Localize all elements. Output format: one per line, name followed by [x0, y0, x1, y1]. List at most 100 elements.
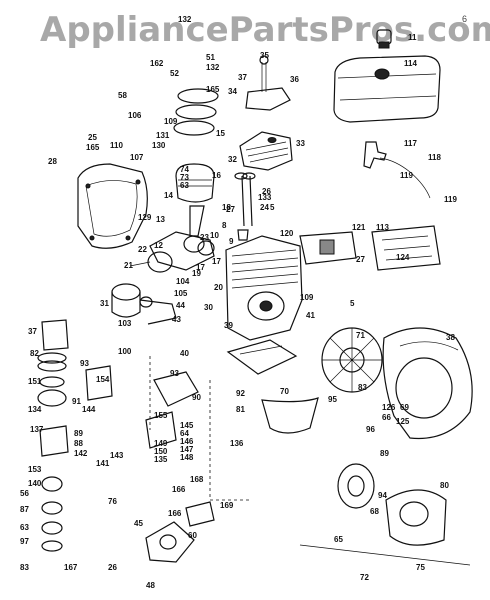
part-number-label: 73 [180, 173, 189, 182]
part-number-label: 22 [138, 245, 147, 254]
part-number-label: 60 [188, 531, 197, 540]
part-number-label: 143 [110, 451, 124, 460]
part-number-label: 35 [260, 51, 269, 60]
part-number-label: 96 [366, 425, 375, 434]
part-number-label: 66 [382, 413, 391, 422]
part-number-label: 146 [180, 437, 194, 446]
part-number-label: 12 [154, 241, 163, 250]
part-number-label: 103 [118, 319, 132, 328]
part-number-label: 28 [48, 157, 57, 166]
part-number-label: 8 [222, 221, 227, 230]
starter-housing [385, 489, 447, 546]
part-number-label: 151 [28, 377, 42, 386]
part-number-label: 43 [172, 315, 181, 324]
gasket-120 [299, 231, 357, 265]
part-number-label: 83 [358, 383, 367, 392]
part-number-label: 109 [300, 293, 314, 302]
part-number-label: 31 [100, 299, 109, 308]
part-number-label: 100 [118, 347, 132, 356]
part-number-label: 38 [446, 333, 455, 342]
part-number-label: 82 [30, 349, 39, 358]
part-number-label: 144 [82, 405, 96, 414]
part-number-label: 48 [146, 581, 155, 590]
part-number-label: 114 [404, 59, 417, 68]
part-number-label: 94 [378, 491, 387, 500]
part-number-label: 51 [206, 53, 215, 62]
part-number-label: 110 [110, 141, 123, 150]
air-filter [37, 319, 69, 457]
part-number-label: 133 [258, 193, 272, 202]
part-number-label: 165 [206, 85, 220, 94]
part-number-label: 113 [376, 223, 389, 232]
part-number-label: 65 [334, 535, 343, 544]
part-number-label: 125 [396, 417, 410, 426]
part-number-label: 52 [170, 69, 179, 78]
part-number-label: 33 [296, 139, 305, 148]
part-number-label: 44 [176, 301, 185, 310]
part-number-label: 91 [72, 397, 81, 406]
governor-parts [85, 356, 250, 501]
fuel-cap [376, 29, 392, 49]
part-number-label: 140 [28, 479, 42, 488]
part-number-label: 71 [356, 331, 365, 340]
part-number-label: 45 [134, 519, 143, 528]
part-number-label: 109 [164, 117, 178, 126]
part-number-label: 155 [154, 411, 168, 420]
part-number-label: 136 [230, 439, 244, 448]
part-number-label: 34 [228, 87, 237, 96]
part-number-label: 20 [214, 283, 223, 292]
cylinder-head [239, 131, 293, 171]
part-number-label: 162 [150, 59, 164, 68]
part-number-label: 145 [180, 421, 194, 430]
part-number-label: 26 [108, 563, 117, 572]
part-number-label: 75 [416, 563, 425, 572]
watermark: AppliancePartsPros.com [40, 10, 490, 50]
part-number-label: 63 [20, 523, 29, 532]
corner-mark: 6 [462, 14, 468, 24]
part-number-label: 14 [164, 191, 173, 200]
part-number-label: 137 [30, 425, 44, 434]
fuel-valve [363, 141, 431, 199]
part-number-label: 89 [380, 449, 389, 458]
part-number-label: 76 [108, 497, 117, 506]
part-number-label: 69 [400, 403, 409, 412]
part-number-label: 126 [382, 403, 396, 412]
part-number-label: 9 [229, 237, 234, 246]
shroud-64 [261, 397, 319, 434]
base-line [299, 544, 471, 566]
part-number-label: 64 [180, 429, 189, 438]
part-number-label: 40 [180, 349, 189, 358]
flywheel [321, 327, 383, 393]
part-number-label: 27 [226, 205, 235, 214]
part-number-label: 87 [20, 505, 29, 514]
part-number-label: 92 [236, 389, 245, 398]
part-number-label: 124 [396, 253, 410, 262]
part-number-label: 150 [154, 447, 168, 456]
piston-rings [173, 88, 219, 136]
part-number-label: 149 [154, 439, 168, 448]
part-number-label: 21 [124, 261, 133, 270]
part-number-label: 130 [152, 141, 166, 150]
part-number-label: 104 [176, 277, 190, 286]
part-number-label: 70 [280, 387, 289, 396]
part-number-label: 147 [180, 445, 194, 454]
part-number-label: 97 [20, 537, 29, 546]
part-number-label: 17 [212, 257, 221, 266]
part-number-label: 19 [192, 269, 201, 278]
part-number-label: 5 [270, 203, 275, 212]
part-number-label: 167 [64, 563, 78, 572]
part-number-label: 39 [224, 321, 233, 330]
part-number-label: 119 [444, 195, 457, 204]
part-number-label: 95 [328, 395, 337, 404]
part-number-label: 37 [238, 73, 247, 82]
part-number-label: 131 [156, 131, 170, 140]
bottom-parts [145, 501, 215, 563]
part-number-label: 81 [236, 405, 245, 414]
part-number-label: 153 [28, 465, 42, 474]
part-number-label: 80 [440, 481, 449, 490]
part-number-label: 118 [428, 153, 441, 162]
fuel-tank [333, 55, 441, 123]
part-number-label: 129 [138, 213, 152, 222]
crankshaft [129, 231, 215, 273]
part-number-label: 37 [28, 327, 37, 336]
